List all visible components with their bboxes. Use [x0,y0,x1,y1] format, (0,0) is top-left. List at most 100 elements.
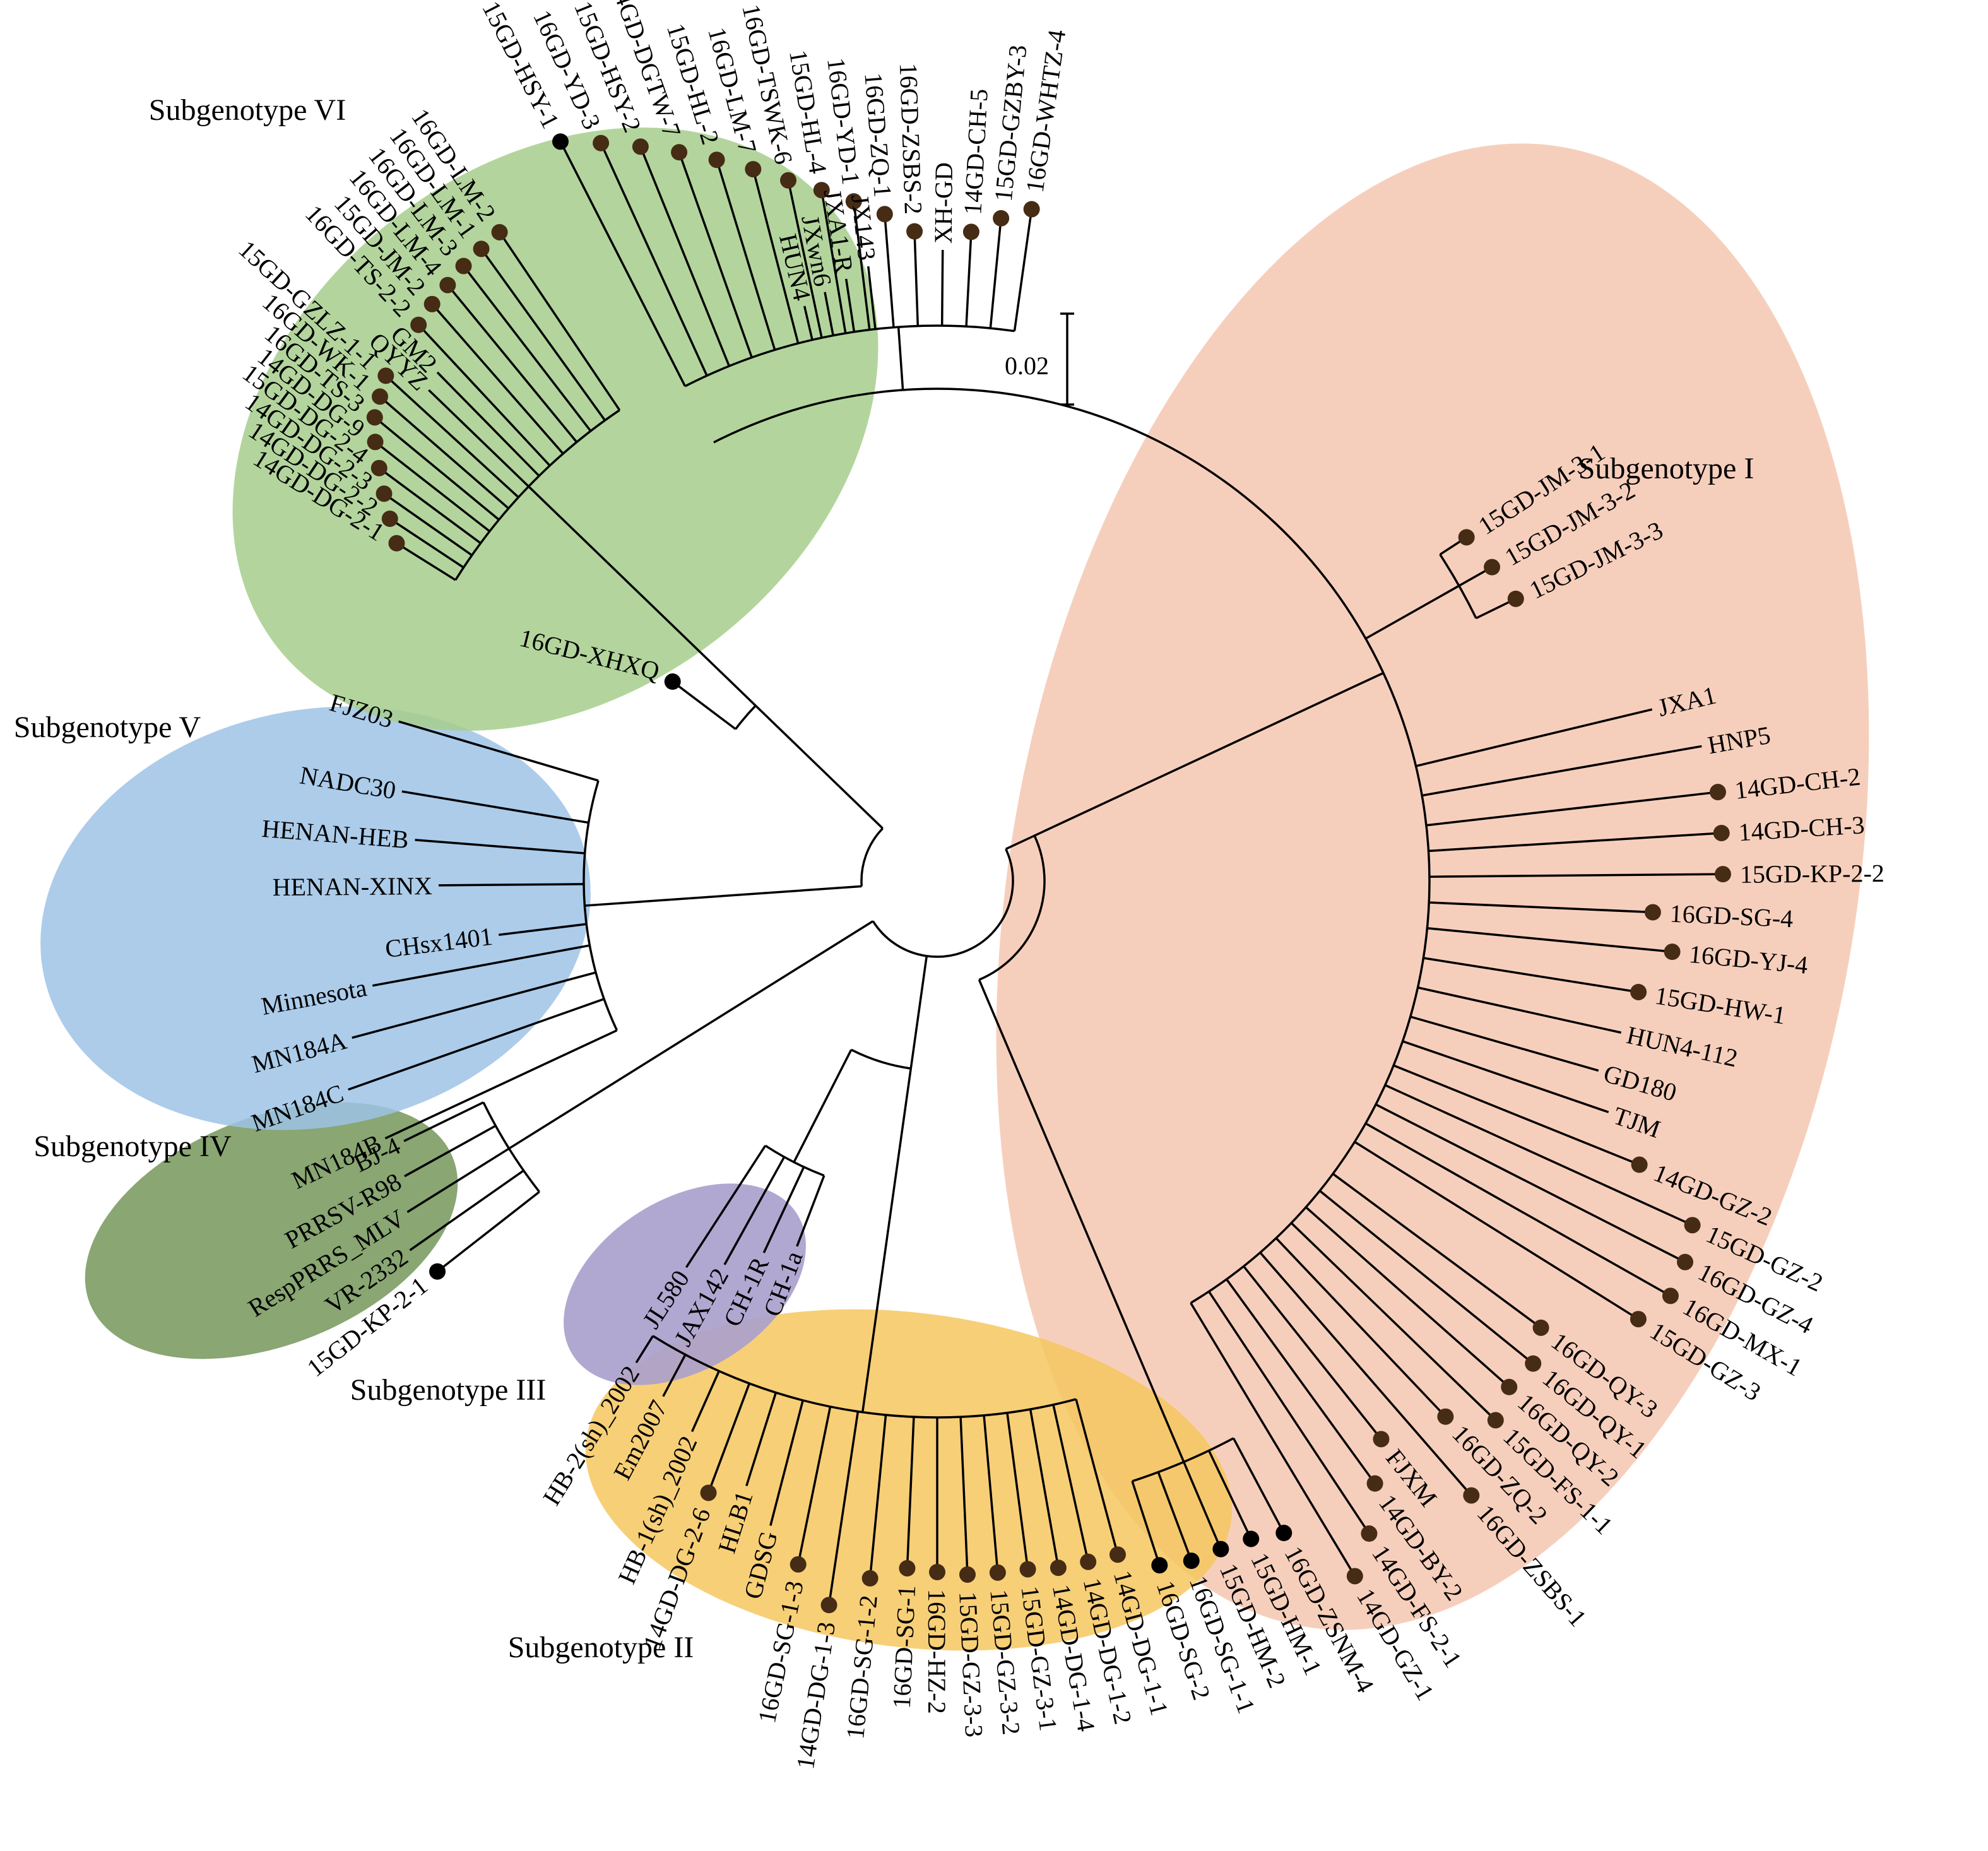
taxon-label: XH-GD [929,162,958,244]
taxon-dot [410,316,427,333]
taxon-branch [762,1166,805,1253]
taxon-dot [664,673,681,690]
taxon-branch [662,1354,687,1397]
subgenotype-ellipse-IV [85,1102,458,1359]
taxon-branch [559,141,687,387]
subgenotype-label: Subgenotype I [1578,452,1754,485]
taxon-branch [1232,1438,1285,1534]
taxon-dot [455,257,472,275]
taxon-branch [678,151,753,358]
taxon-branch [1354,1140,1639,1320]
taxon-dot [381,510,398,527]
taxon-branch [1426,791,1719,827]
taxon-dot [861,1570,879,1587]
taxon-dot [1684,1217,1701,1234]
taxon-branch [1190,1302,1356,1577]
taxon-branch [867,266,877,329]
taxon-label: 14GD-DG-1-3 [791,1620,841,1771]
taxon-dot [1151,1557,1168,1574]
taxon-branch [600,142,708,376]
taxon-dot [1366,1475,1383,1492]
taxon-branch [383,492,473,557]
taxon-dot [491,223,508,240]
taxon-branch [983,1415,999,1573]
subgenotype-ellipse-III [564,1183,806,1385]
taxon-branch [1243,1265,1382,1440]
taxon-dot [1458,529,1475,546]
taxon-branch [431,303,564,454]
taxon-branch [1319,1190,1534,1364]
taxon-branch [1006,1412,1029,1570]
taxon-branch [385,375,519,499]
taxon-dot [371,388,388,405]
taxon-branch [439,883,584,887]
taxon-dot [845,193,862,210]
taxon-dot [370,459,388,476]
taxon-branch [796,1175,825,1247]
taxon-dot [1437,1408,1454,1425]
taxon-dot [366,409,383,426]
taxon-branch [796,1406,832,1565]
taxon-dot [790,1556,807,1573]
taxon-branch [1226,1279,1376,1484]
taxon-dot [1713,824,1730,841]
taxon-dot [1501,1378,1518,1395]
taxon-branch [374,416,500,521]
subgenotype-ellipse-II [585,1309,1233,1651]
taxon-dot [1532,1319,1549,1336]
taxon-dot [1484,559,1501,576]
taxon-dot [367,434,384,451]
taxon-branch [398,720,599,782]
taxon-dot [439,276,456,293]
clade-stem-VI [528,485,884,829]
branch-line [897,327,904,391]
taxon-branch [1428,832,1722,853]
taxon-dot [552,133,569,150]
taxon-branch [1416,708,1653,767]
taxon-branch [428,389,530,488]
taxon-branch [384,1029,618,1140]
taxon-branch [1421,745,1702,797]
taxon-dot [1677,1253,1694,1270]
branch-arc [926,848,1014,958]
taxon-branch [1183,1461,1222,1550]
subgenotype-label: Subgenotype III [350,1373,547,1407]
taxon-dot [1714,866,1731,883]
clade-stem-V [584,885,862,907]
taxon-dot [1630,983,1647,1000]
clade-stem-I [1005,671,1384,850]
clade-stem-black [978,979,1185,1463]
taxon-branch [803,305,814,340]
clade-arc-III [764,1144,825,1177]
clade-stem-IV [508,920,874,1150]
taxon-branch [824,292,834,336]
taxon-branch [1427,927,1672,953]
taxon-branch [499,923,587,937]
taxon-branch [707,1383,750,1494]
taxon-dot [745,161,762,178]
taxon-label: HENAN-XINX [273,872,433,901]
subgenotype-label: Subgenotype IV [33,1130,232,1163]
taxon-branch [853,201,871,330]
taxon-dot [1507,590,1524,607]
taxon-branch [827,1411,860,1606]
taxon-dot [813,182,830,199]
taxon-dot [377,367,394,384]
taxon-branch [820,189,847,334]
branch-arc [684,324,1015,387]
taxon-label: 15GD-GZ-3-3 [954,1591,988,1738]
taxon-branch [463,265,592,432]
taxon-branch [415,839,585,855]
taxon-dot [1463,1487,1480,1504]
subgenotype-ellipse-VI [232,127,879,731]
scale-bar-label: 0.02 [1005,352,1049,380]
taxon-branch [1410,1015,1599,1072]
taxon-branch [787,180,823,338]
taxon-branch [1423,957,1639,993]
taxon-branch [1290,1222,1497,1421]
taxon-dot [1662,1287,1679,1304]
taxon-dot [959,1566,976,1583]
taxon-dot [1525,1355,1542,1372]
taxon-branch [868,1414,887,1579]
